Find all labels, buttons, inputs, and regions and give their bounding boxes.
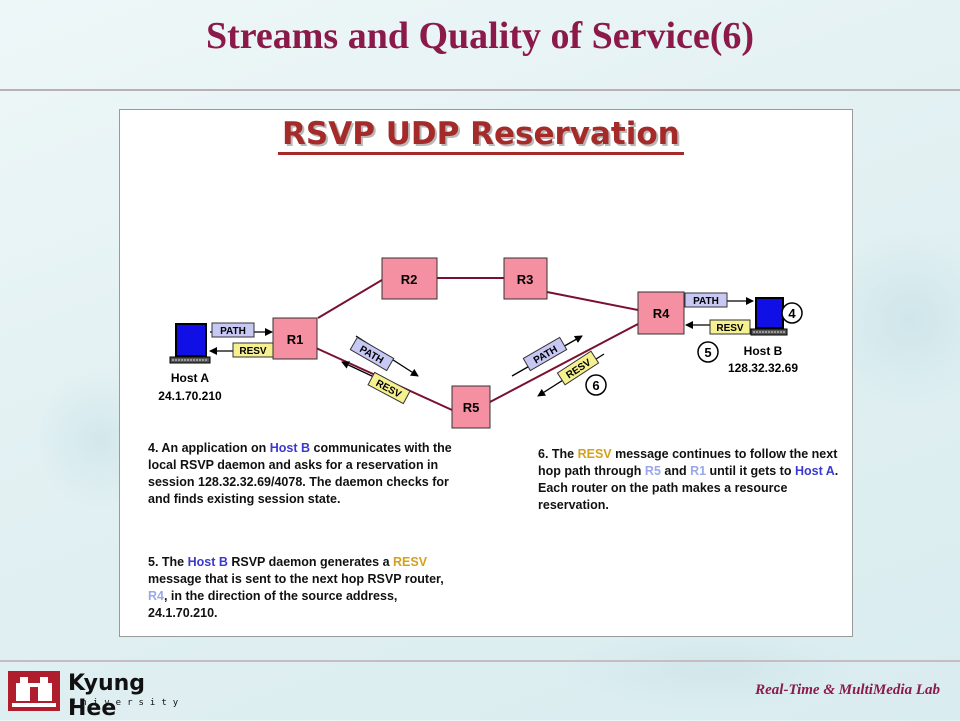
host-a-computer-icon [169,323,211,364]
router-r5-label: R5 [463,400,480,415]
title-divider [0,89,960,91]
host-a-name: Host A [171,371,210,385]
step-4-marker: 4 [781,302,803,324]
university-subtitle: University [70,698,185,708]
router-r2: R2 [381,257,438,300]
label-path-r1-r5: PATH [349,336,395,372]
host-b-name: Host B [744,344,783,358]
label-resv-host-b: RESV [709,319,751,335]
slide-title: Streams and Quality of Service(6) [205,15,755,57]
rsvp-network-diagram: R1 R2 R3 R4 R5 [158,257,803,429]
router-r3-label: R3 [517,272,534,287]
svg-text:6: 6 [592,378,599,393]
svg-text:4: 4 [788,306,796,321]
link-r1-r2 [317,279,383,319]
svg-text:RESV: RESV [239,346,267,357]
label-path-host-b: PATH [684,292,728,308]
router-r4: R4 [637,291,685,335]
network-links [315,277,639,411]
svg-text:PATH: PATH [220,326,246,337]
host-b-address: 128.32.32.69 [728,361,798,375]
link-r5-r4 [489,323,639,403]
footer-divider [0,660,960,662]
university-emblem-icon [8,671,60,711]
note-step-6: 6. The RESV message continues to follow … [538,447,839,512]
router-r4-label: R4 [653,306,670,321]
router-r3: R3 [503,257,548,300]
note-step-5: 5. The Host B RSVP daemon generates a RE… [148,555,444,620]
lab-name: Real-Time & MultiMedia Lab [755,682,940,698]
router-r1-label: R1 [287,332,304,347]
router-r2-label: R2 [401,272,418,287]
host-b-computer-icon [750,297,788,336]
host-a-address: 24.1.70.210 [158,389,222,403]
diagram-panel: RSVP UDP Reservation R1 R2 R3 [119,109,853,637]
router-r5: R5 [451,385,491,429]
diagram-title: RSVP UDP Reservation [278,116,684,155]
svg-text:5: 5 [704,345,711,360]
svg-text:PATH: PATH [693,296,719,307]
label-resv-host-a: RESV [232,342,274,358]
router-r1: R1 [272,317,318,360]
university-logo: Kyung Hee University [8,671,185,721]
step-6-marker: 6 [585,374,607,396]
svg-text:RESV: RESV [716,323,744,334]
label-resv-r5-r1: RESV [367,371,411,405]
note-step-4: 4. An application on Host B communicates… [148,441,452,506]
step-5-marker: 5 [697,341,719,363]
link-r3-r4 [546,291,639,311]
label-path-host-a: PATH [211,322,255,338]
university-name: Kyung Hee [68,671,146,721]
